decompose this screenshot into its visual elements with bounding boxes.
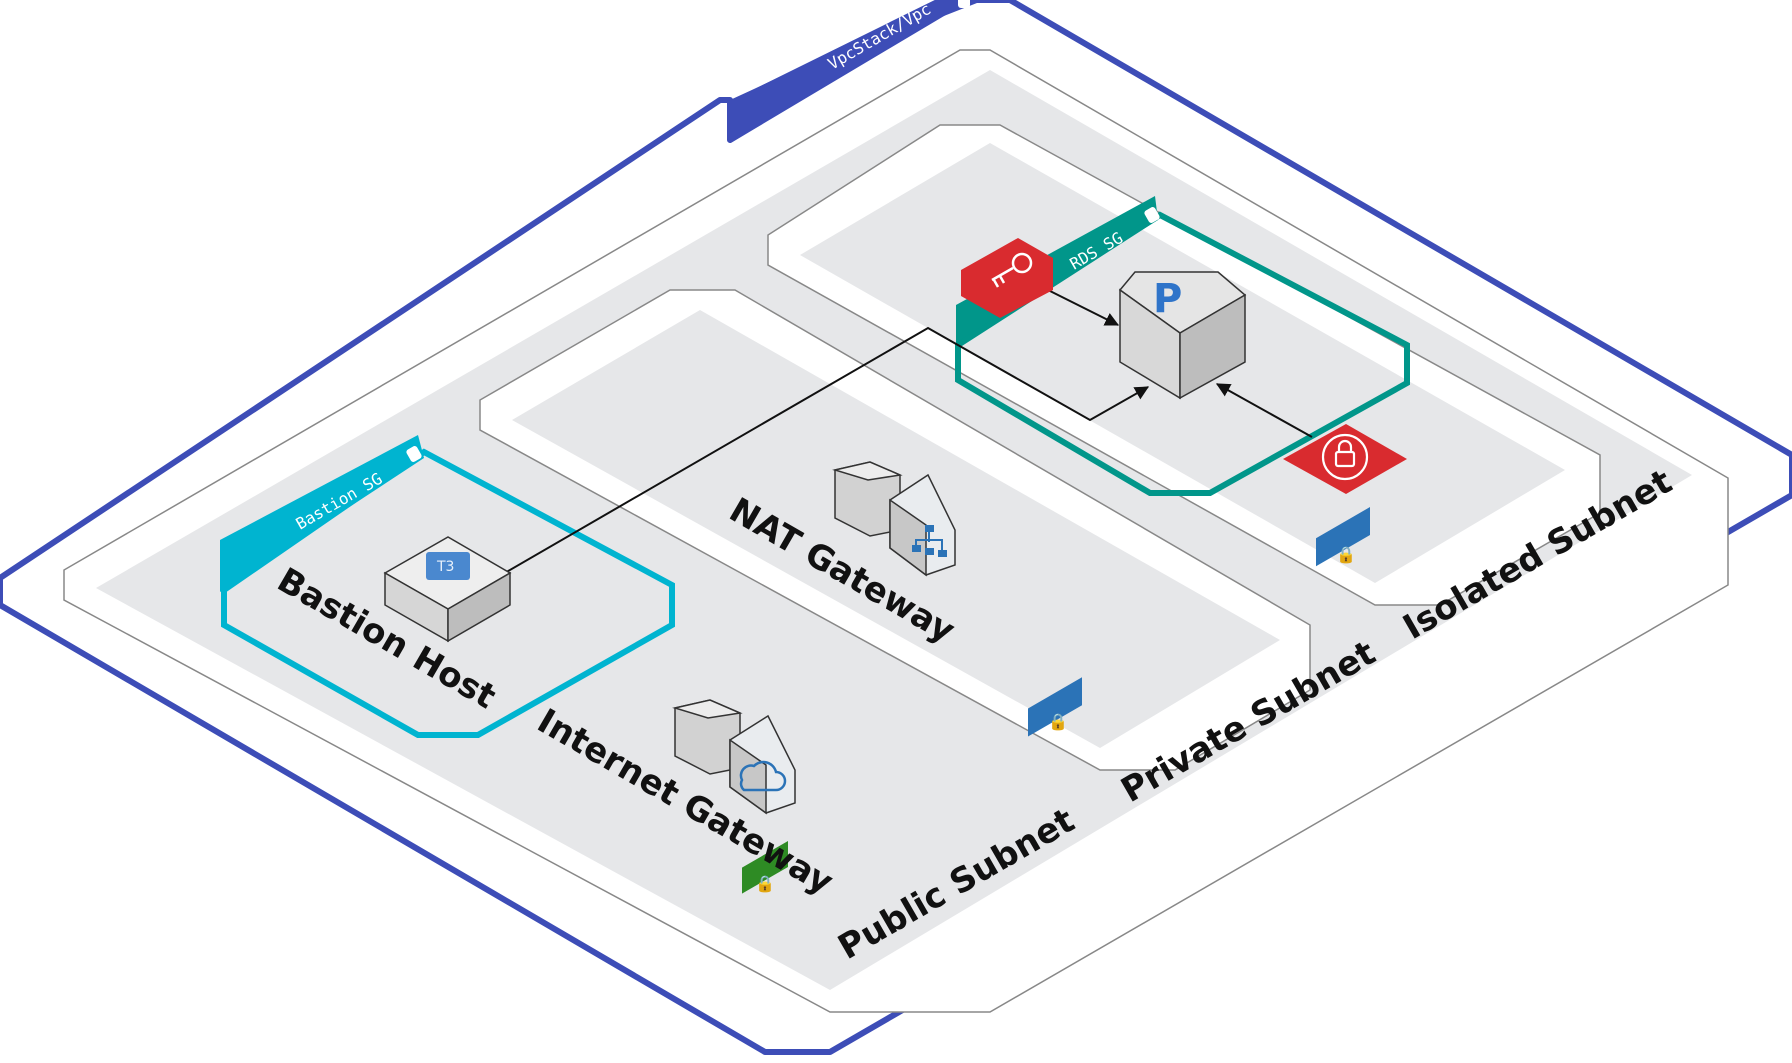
internet-gateway-block-front-side <box>729 738 767 815</box>
rds-instance[interactable]: P <box>1118 271 1247 400</box>
public-subnet-badge-icon: 🔒 <box>755 874 775 893</box>
kms-key-badge <box>1283 424 1407 494</box>
internet-gateway-block-back-top <box>672 699 743 719</box>
nat-gateway-block-front-side <box>889 498 927 577</box>
secret-to-rds-line <box>1047 289 1120 326</box>
secret-key[interactable] <box>961 238 1053 318</box>
network-hierarchy-icon <box>912 525 947 557</box>
vpc-tab-icon <box>958 0 970 8</box>
rds-instance-right <box>1179 293 1246 400</box>
public-subnet-badge <box>742 841 788 894</box>
key-icon <box>991 252 1033 288</box>
bastion-host-right <box>447 571 511 643</box>
private-subnet-badge <box>1028 677 1082 737</box>
cloud-icon <box>739 760 787 792</box>
bastion-sg-outline <box>221 448 675 738</box>
t3-badge-label: T3 <box>436 559 454 575</box>
rds-sg-outline <box>955 211 1410 496</box>
kms-to-rds-line <box>1215 383 1313 438</box>
kms-key[interactable] <box>1283 424 1407 494</box>
bastion-sg-shield-icon <box>406 446 422 462</box>
rds-engine-glyph: P <box>1153 276 1182 322</box>
nat-gateway-block-back-top <box>832 461 903 481</box>
private-subnet-badge-icon: 🔒 <box>1048 712 1068 731</box>
lock-shield-icon <box>1321 433 1369 481</box>
bastion-sg-tab <box>220 435 424 592</box>
rds-sg-shield-icon <box>1144 207 1160 223</box>
isolated-subnet-badge <box>1316 507 1370 567</box>
isolated-subnet-badge-icon: 🔒 <box>1336 545 1356 564</box>
connections <box>502 289 1313 575</box>
bastion-to-rds-line <box>502 326 1150 575</box>
t3-badge <box>426 552 470 580</box>
